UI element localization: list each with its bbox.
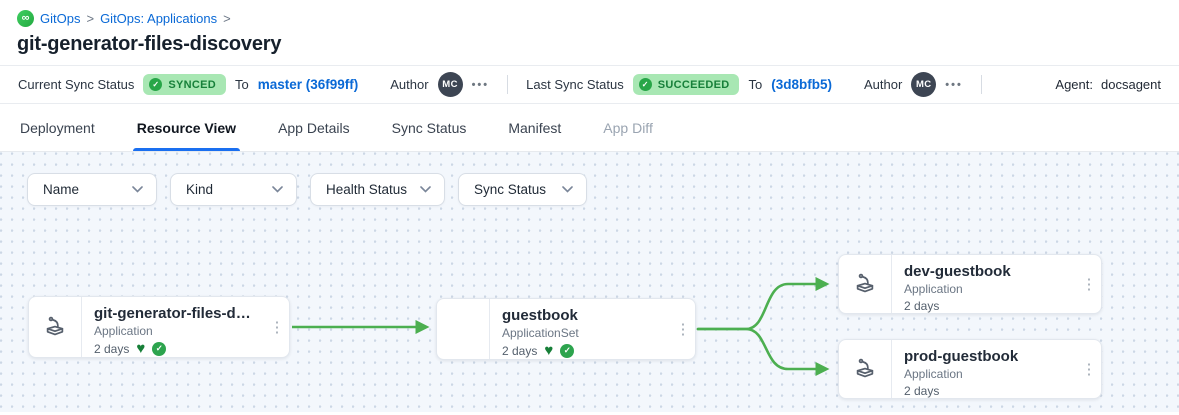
kebab-menu-icon[interactable]: ⋮ (675, 321, 691, 338)
last-sync-status-label: Last Sync Status (526, 77, 624, 92)
check-circle-icon: ✓ (149, 78, 163, 91)
filter-bar: Name Kind Health Status Sync Status (27, 173, 587, 206)
current-sync-status-label: Current Sync Status (18, 77, 135, 92)
gitops-logo-icon: ∞ (17, 10, 34, 27)
synced-status-badge: ✓ SYNCED (143, 74, 226, 95)
kebab-menu-icon[interactable]: ⋮ (1081, 361, 1097, 378)
breadcrumb-separator: > (223, 11, 231, 26)
node-body: git-generator-files-disco... Application… (82, 297, 265, 357)
filter-label: Sync Status (474, 182, 547, 197)
kebab-menu-icon[interactable]: ⋮ (1081, 276, 1097, 293)
tab-deployment[interactable]: Deployment (20, 119, 95, 136)
chevron-down-icon (132, 186, 143, 193)
divider (507, 75, 509, 94)
node-title: git-generator-files-disco... (94, 305, 253, 322)
page-title: git-generator-files-discovery (17, 33, 282, 55)
node-title: dev-guestbook (904, 263, 1011, 280)
chevron-down-icon (562, 186, 573, 193)
agent-value: docsagent (1101, 77, 1161, 92)
node-age: 2 days (904, 384, 940, 398)
filter-health-status-dropdown[interactable]: Health Status (310, 173, 445, 206)
node-kind: ApplicationSet (502, 326, 579, 340)
sync-check-icon: ✓ (152, 341, 167, 356)
filter-label: Kind (186, 182, 214, 197)
node-age: 2 days (502, 343, 538, 358)
sync-check-icon: ✓ (560, 343, 575, 358)
tab-manifest[interactable]: Manifest (508, 119, 562, 136)
health-heart-icon: ♥ (136, 340, 146, 357)
graph-node-git-generator-files-discovery[interactable]: git-generator-files-disco... Application… (28, 296, 290, 358)
breadcrumb-gitops[interactable]: GitOps (40, 11, 81, 26)
node-icon-placeholder (437, 299, 490, 359)
more-options-icon[interactable]: ••• (945, 78, 963, 91)
filter-kind-dropdown[interactable]: Kind (170, 173, 297, 206)
graph-node-dev-guestbook[interactable]: dev-guestbook Application 2 days ⋮ (838, 254, 1102, 314)
author-avatar: MC (911, 72, 937, 97)
kebab-menu-icon[interactable]: ⋮ (269, 319, 285, 336)
tab-sync-status[interactable]: Sync Status (391, 119, 467, 136)
chevron-down-icon (272, 186, 283, 193)
application-icon (29, 297, 82, 357)
succeeded-badge-text: SUCCEEDED (657, 78, 730, 91)
application-icon (839, 340, 892, 398)
synced-badge-text: SYNCED (168, 78, 216, 91)
tab-bar: Deployment Resource View App Details Syn… (0, 104, 1179, 152)
page-header: ∞ GitOps > GitOps: Applications > git-ge… (0, 0, 1179, 65)
tab-app-details[interactable]: App Details (278, 119, 350, 136)
node-kind: Application (904, 282, 963, 296)
node-age: 2 days (94, 341, 130, 356)
graph-node-guestbook[interactable]: guestbook ApplicationSet 2 days ♥ ✓ ⋮ (436, 298, 696, 360)
node-age: 2 days (904, 299, 940, 313)
node-title: prod-guestbook (904, 348, 1019, 365)
divider (980, 75, 982, 94)
chevron-down-icon (420, 186, 431, 193)
resource-graph-canvas: Name Kind Health Status Sync Status gi (0, 152, 1179, 412)
check-circle-icon: ✓ (638, 78, 652, 91)
author-label: Author (390, 77, 429, 92)
agent-info: Agent: docsagent (1055, 77, 1161, 92)
node-body: dev-guestbook Application 2 days (892, 255, 1077, 313)
filter-name-dropdown[interactable]: Name (27, 173, 157, 206)
succeeded-status-badge: ✓ SUCCEEDED (632, 74, 740, 95)
last-to-label: To (748, 77, 763, 92)
filter-label: Health Status (326, 182, 408, 197)
breadcrumb: ∞ GitOps > GitOps: Applications > (17, 10, 1162, 27)
node-kind: Application (904, 367, 963, 381)
application-icon (839, 255, 892, 313)
current-to-label: To (234, 77, 249, 92)
last-revision-link[interactable]: (3d8bfb5) (771, 77, 832, 92)
tab-app-diff: App Diff (603, 119, 653, 136)
author-avatar: MC (437, 72, 463, 97)
breadcrumb-separator: > (86, 11, 95, 26)
graph-node-prod-guestbook[interactable]: prod-guestbook Application 2 days ⋮ (838, 339, 1102, 399)
node-body: prod-guestbook Application 2 days (892, 340, 1077, 398)
filter-sync-status-dropdown[interactable]: Sync Status (458, 173, 587, 206)
node-kind: Application (94, 324, 153, 338)
breadcrumb-applications[interactable]: GitOps: Applications (100, 11, 218, 26)
current-revision-link[interactable]: master (36f99ff) (257, 77, 359, 92)
more-options-icon[interactable]: ••• (471, 78, 490, 91)
author-label: Author (863, 77, 903, 92)
status-bar: Current Sync Status ✓ SYNCED To master (… (0, 65, 1179, 104)
tab-resource-view[interactable]: Resource View (132, 104, 241, 151)
node-body: guestbook ApplicationSet 2 days ♥ ✓ (490, 299, 671, 359)
filter-label: Name (43, 182, 80, 197)
agent-label: Agent: (1055, 77, 1093, 92)
node-title: guestbook (502, 307, 578, 324)
health-heart-icon: ♥ (544, 342, 554, 359)
